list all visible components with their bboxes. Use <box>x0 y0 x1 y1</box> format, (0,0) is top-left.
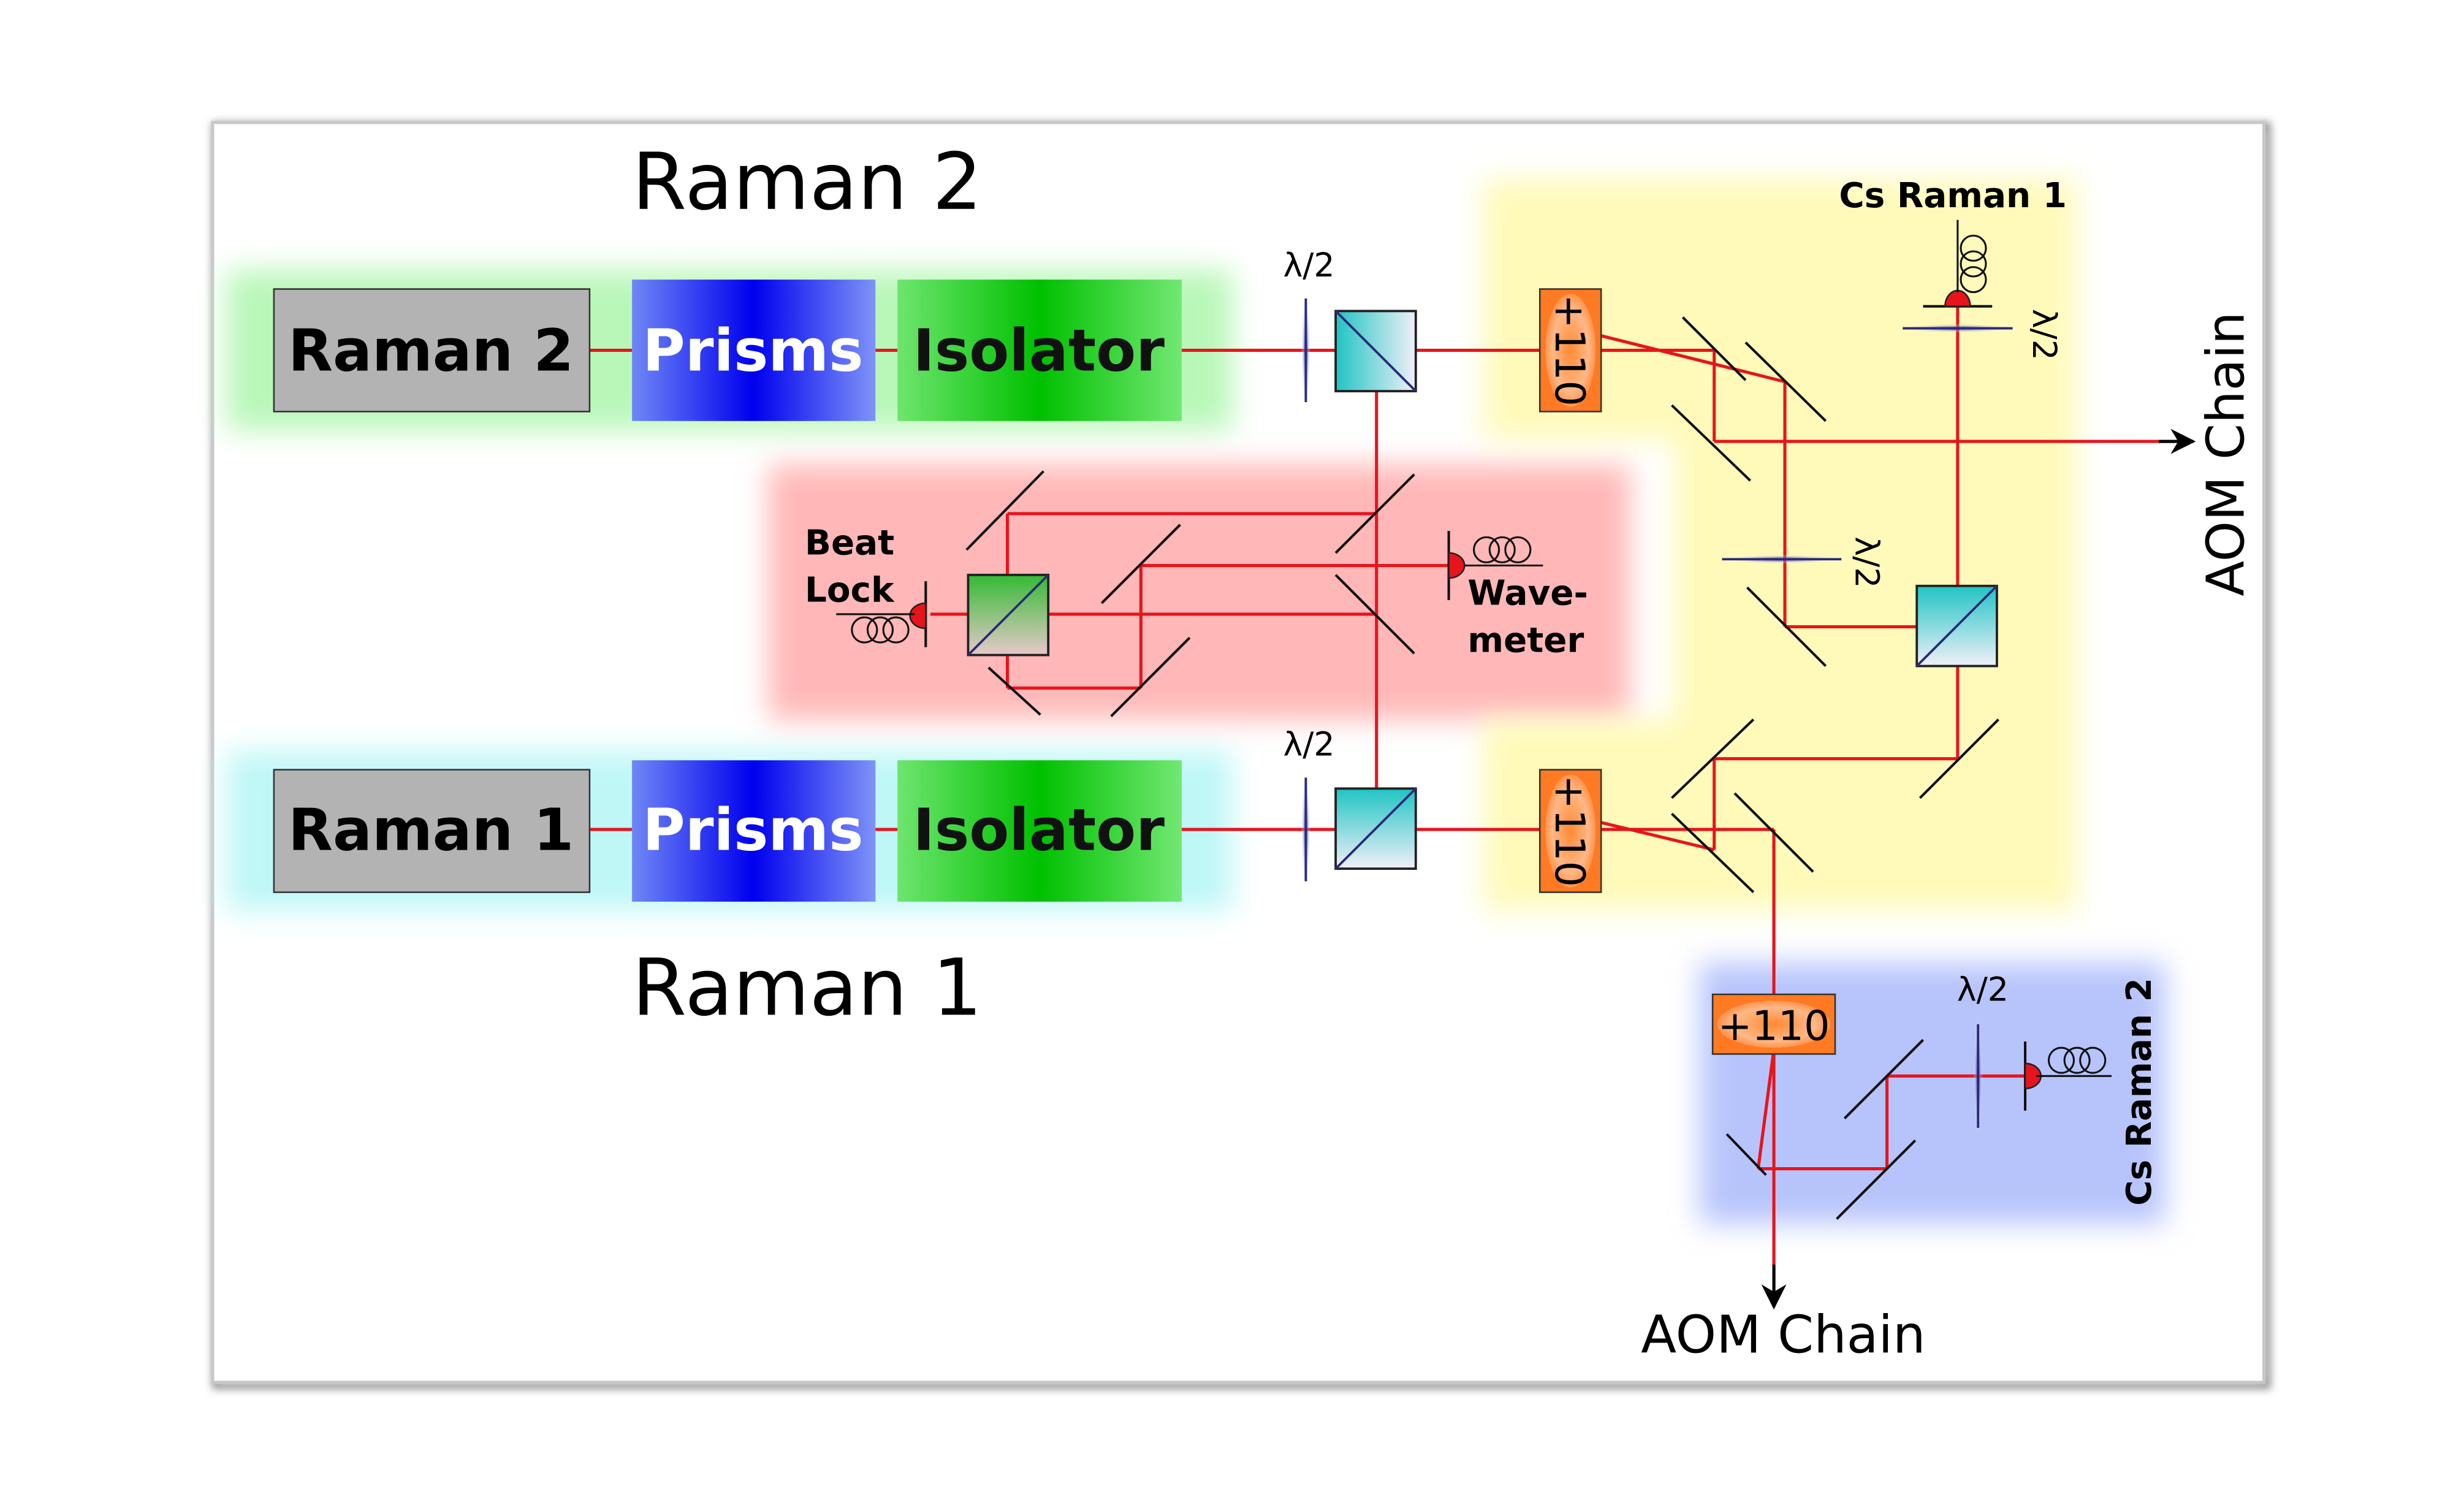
beat-lock-region <box>769 465 1630 720</box>
halfwave-top-label: λ/2 <box>1283 246 1334 284</box>
mirrors <box>965 316 1999 1220</box>
aom-bottom: +110 <box>1538 769 1602 893</box>
beam-splitter-top <box>1334 310 1417 392</box>
fiber-coupler-wavemeter: Wave- meter <box>1447 531 1588 660</box>
raman1-laser-box <box>273 769 591 893</box>
raman1-prisms-box <box>632 760 876 902</box>
halfwave-bottom-label: λ/2 <box>1283 725 1334 764</box>
halfwave-plate-top: λ/2 <box>1283 246 1335 410</box>
cs-raman-2-label: Cs Raman 2 <box>2120 978 2159 1206</box>
beam-splitter-beat <box>967 573 1050 657</box>
halfwave-cs1-label: λ/2 <box>2025 309 2064 360</box>
raman1-laser-label: Raman 1 <box>288 796 574 864</box>
raman1-isolator-label: Isolator <box>913 796 1165 864</box>
fiber-coil-icon <box>836 613 915 644</box>
fiber-coil-icon <box>1464 536 1543 567</box>
raman2-heading: Raman 2 <box>632 137 982 228</box>
raman2-laser-label: Raman 2 <box>288 318 574 385</box>
aom-chain-right-label: AOM Chain <box>2196 311 2256 596</box>
raman1-prisms-label: Prisms <box>642 796 863 864</box>
aom-region <box>1483 179 2077 912</box>
aom-chain-bottom-label: AOM Chain <box>1641 1304 1925 1365</box>
raman1-heading: Raman 1 <box>632 942 982 1034</box>
beat-label-1: Beat <box>805 524 894 563</box>
wavemeter-label-2: meter <box>1467 620 1584 660</box>
raman2-prisms-box <box>632 280 876 421</box>
raman1-isolator-box <box>897 760 1182 902</box>
halfwave-plate-mid: λ/2 <box>1719 536 1886 588</box>
beat-label-2: Lock <box>805 570 895 610</box>
fiber-coil-icon <box>2036 1046 2112 1077</box>
beam-splitter-right <box>1915 584 1998 668</box>
aom-blue-label: +110 <box>1718 1002 1830 1049</box>
fiber-coupler-cs-raman-2: Cs Raman 2 <box>2024 978 2159 1206</box>
halfwave-plate-cs2: λ/2 <box>1957 970 2009 1136</box>
aom-blue: +110 <box>1711 993 1836 1055</box>
raman2-row: Raman 2 Prisms Isolator <box>273 280 1182 421</box>
wavemeter-label-1: Wave- <box>1467 574 1588 614</box>
raman1-row: Raman 1 Prisms Isolator <box>273 760 1182 902</box>
halfwave-plate-cs1: λ/2 <box>1898 309 2064 360</box>
beam-splitter-bottom <box>1334 787 1417 870</box>
raman2-prisms-label: Prisms <box>642 318 863 385</box>
halfwave-mid-label: λ/2 <box>1847 536 1886 588</box>
fiber-coupler-cs-raman-1: Cs Raman 1 <box>1839 176 2067 308</box>
aom-top: +110 <box>1538 288 1602 413</box>
raman2-isolator-box <box>897 280 1182 421</box>
halfwave-plate-bottom: λ/2 <box>1283 725 1335 889</box>
halfwave-cs2-label: λ/2 <box>1957 970 2009 1008</box>
aom-bottom-label: +110 <box>1546 775 1594 887</box>
fiber-coil-icon <box>1956 219 1987 294</box>
cs-raman-1-label: Cs Raman 1 <box>1839 176 2067 216</box>
fiber-coupler-beat-lock: Beat Lock <box>805 524 927 647</box>
aom-top-label: +110 <box>1546 294 1594 406</box>
raman2-laser-box <box>273 288 591 413</box>
raman2-isolator-label: Isolator <box>913 318 1165 385</box>
